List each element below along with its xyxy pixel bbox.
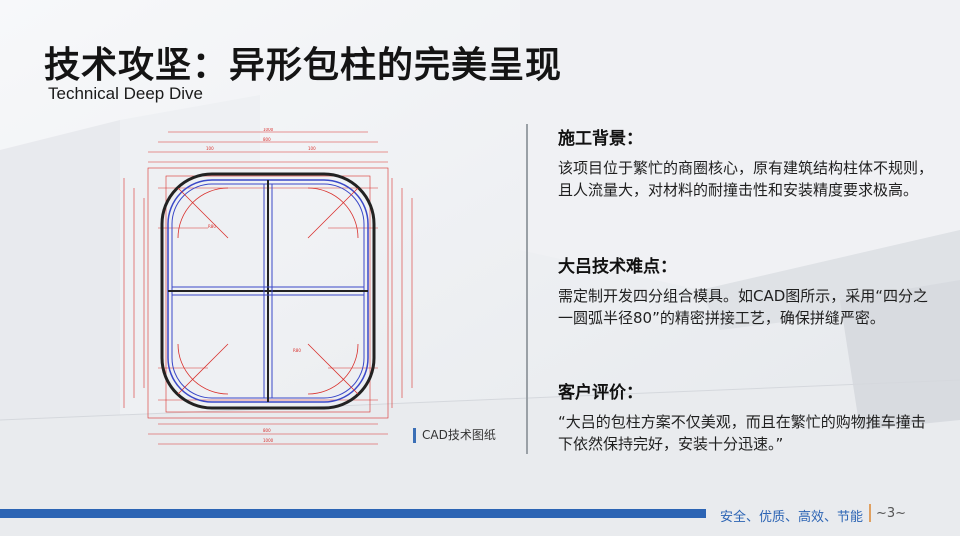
- svg-text:1000: 1000: [263, 438, 274, 443]
- svg-text:800: 800: [263, 137, 271, 142]
- section-body: 该项目位于繁忙的商圈核心，原有建筑结构柱体不规则，且人流量大，对材料的耐撞击性和…: [558, 159, 934, 199]
- page-number: ~3~: [876, 506, 907, 521]
- cad-drawing: 1000 800 100 100 800 1000 R80 R80: [123, 128, 413, 445]
- section-background: 施工背景： 该项目位于繁忙的商圈核心，原有建筑结构柱体不规则，且人流量大，对材料…: [558, 124, 938, 201]
- footer-separator: [869, 504, 871, 522]
- svg-text:R80: R80: [293, 348, 301, 353]
- section-heading: 施工背景：: [558, 129, 643, 149]
- svg-text:100: 100: [206, 146, 214, 151]
- section-body: “大吕的包柱方案不仅美观，而且在繁忙的购物推车撞击下依然保持完好，安装十分迅速。…: [558, 413, 926, 453]
- footer-slogan: 安全、优质、高效、节能: [720, 510, 864, 525]
- section-heading: 大吕技术难点：: [558, 257, 677, 277]
- section-review: 客户评价： “大吕的包柱方案不仅美观，而且在繁忙的购物推车撞击下依然保持完好，安…: [558, 378, 938, 455]
- cad-caption: CAD技术图纸: [413, 428, 496, 443]
- svg-text:800: 800: [263, 428, 271, 433]
- section-body: 需定制开发四分组合模具。如CAD图所示，采用“四分之一圆弧半径80”的精密拼接工…: [558, 287, 929, 327]
- page-title: 技术攻坚：异形包柱的完美呈现: [44, 45, 563, 86]
- vertical-divider: [526, 124, 528, 454]
- section-heading: 客户评价：: [558, 383, 643, 403]
- svg-text:100: 100: [308, 146, 316, 151]
- section-difficulty: 大吕技术难点： 需定制开发四分组合模具。如CAD图所示，采用“四分之一圆弧半径8…: [558, 252, 938, 329]
- page-subtitle: Technical Deep Dive: [48, 84, 203, 103]
- footer-bar: [0, 509, 706, 518]
- svg-text:R80: R80: [208, 224, 216, 229]
- svg-text:1000: 1000: [263, 128, 274, 132]
